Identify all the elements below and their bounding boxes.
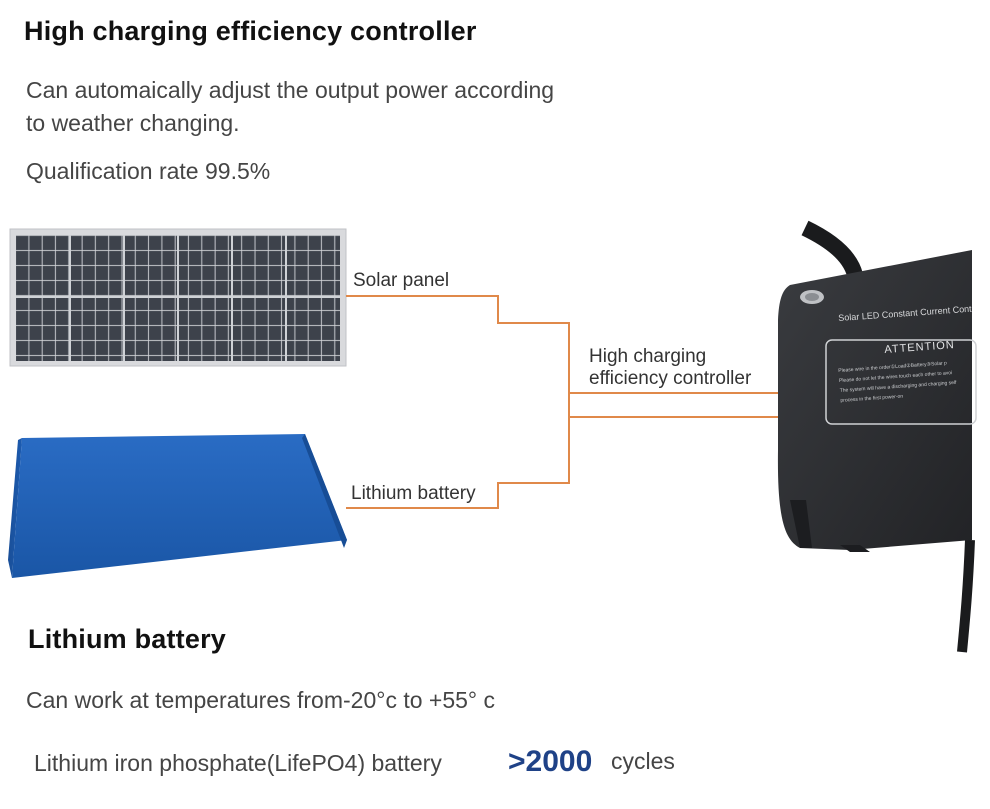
controller-label-line2: efficiency controller xyxy=(589,368,752,389)
controller-label-line1: High charging xyxy=(589,346,707,367)
qualification-rate: Qualification rate 99.5% xyxy=(26,158,271,184)
battery-image xyxy=(8,434,347,578)
controller-desc-line2: to weather changing. xyxy=(26,110,240,136)
cycles-unit: cycles xyxy=(611,748,675,774)
cycles-value: >2000 xyxy=(508,745,593,778)
battery-section-title: Lithium battery xyxy=(28,624,227,654)
controller-desc-line1: Can automaically adjust the output power… xyxy=(26,77,555,103)
battery-chemistry-text: Lithium iron phosphate(LifePO4) battery xyxy=(34,750,442,776)
solar-panel-label: Solar panel xyxy=(353,270,450,291)
controller-device-image xyxy=(777,220,977,653)
battery-label: Lithium battery xyxy=(351,483,476,504)
page-title: High charging efficiency controller xyxy=(24,16,477,46)
battery-temp-text: Can work at temperatures from-20°c to +5… xyxy=(26,687,496,713)
connector-lines xyxy=(346,295,779,509)
solar-panel-image xyxy=(9,228,347,367)
